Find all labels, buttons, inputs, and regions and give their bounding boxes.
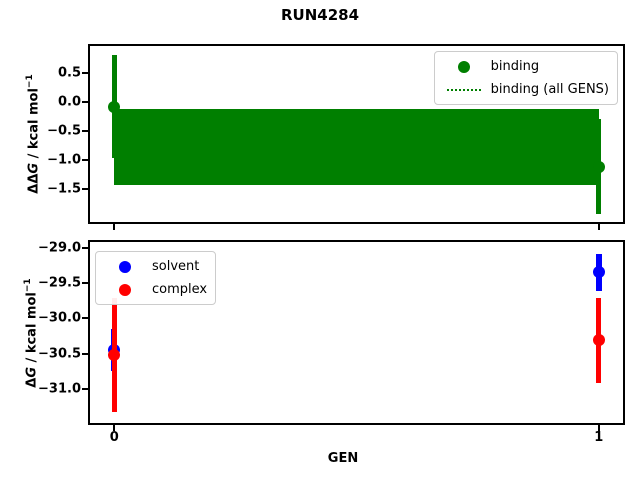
y-tick-label: −29.5 (38, 275, 81, 291)
legend-item-complex: complex (104, 278, 207, 301)
bottom-subplot: solvent complex −29.0 −29.5 −30.0 −30.5 −31.… (38, 240, 625, 445)
ylabel-symbol: G (26, 162, 42, 174)
solvent-data-point-marker (592, 266, 605, 279)
ylabel-unit: / kcal mol (26, 88, 42, 163)
y-tick-label: −0.5 (47, 123, 81, 139)
legend-swatch (446, 88, 481, 91)
complex-data-point-marker (592, 334, 605, 347)
legend-label-complex: complex (152, 282, 208, 297)
complex-dot-icon (119, 283, 131, 296)
binding-dot-icon (457, 60, 470, 73)
y-tick-mark (82, 352, 88, 355)
y-tick-mark (82, 71, 88, 74)
y-tick-mark (82, 388, 88, 391)
y-tick-mark (82, 159, 88, 162)
dotted-line-icon (446, 88, 481, 91)
y-tick-mark (82, 100, 88, 103)
y-tick-mark (82, 130, 88, 133)
x-tick-label: 0 (109, 430, 119, 445)
ylabel-symbol: G (24, 366, 40, 378)
binding-data-point-marker (592, 160, 605, 173)
y-tick-mark (82, 188, 88, 191)
solvent-dot-icon (119, 260, 131, 273)
legend-label-binding-all-gens: binding (all GENS) (490, 82, 609, 97)
top-y-axis-label: ΔΔG / kcal mol−1 (21, 24, 42, 244)
ylabel-exponent: −1 (23, 278, 33, 293)
legend-item-binding: binding (443, 55, 609, 78)
bottom-legend: solvent complex (95, 251, 217, 305)
y-tick-label: −30.0 (38, 310, 81, 326)
x-tick-mark (597, 425, 600, 431)
x-axis-label: GEN (327, 451, 359, 466)
top-legend: binding binding (all GENS) (433, 51, 618, 105)
y-tick-label: −1.5 (47, 181, 81, 197)
y-tick-label: −1.0 (47, 152, 81, 168)
y-tick-label: 0.0 (57, 94, 81, 110)
x-tick-mark (113, 425, 116, 431)
y-tick-mark (82, 317, 88, 320)
top-subplot: binding binding (all GENS) 0.5 0.0 −0.5 −1.… (47, 44, 625, 230)
legend-swatch (108, 283, 142, 296)
x-tick-mark (597, 224, 600, 230)
legend-item-solvent: solvent (104, 255, 207, 278)
legend-swatch (108, 260, 142, 273)
ylabel-delta-prefix: ΔΔ (26, 173, 42, 194)
y-tick-mark (82, 246, 88, 249)
ylabel-exponent: −1 (25, 74, 35, 89)
complex-data-point-marker (108, 349, 121, 362)
legend-label-solvent: solvent (152, 259, 200, 274)
x-tick-label: 1 (594, 430, 604, 445)
y-tick-label: 0.5 (57, 65, 81, 81)
legend-item-binding-all-gens: binding (all GENS) (443, 78, 609, 101)
y-tick-label: −29.0 (38, 240, 81, 256)
y-tick-label: −30.5 (38, 346, 81, 362)
y-tick-label: −31.0 (38, 381, 81, 397)
x-tick-mark (113, 224, 116, 230)
bottom-y-axis-label: ΔG / kcal mol−1 (19, 223, 40, 443)
legend-swatch (447, 60, 481, 73)
y-tick-mark (82, 282, 88, 284)
all-gens-confidence-band (114, 108, 599, 185)
legend-label-binding: binding (490, 59, 540, 74)
binding-data-point-marker (108, 100, 121, 113)
figure-title: RUN4284 (280, 6, 360, 24)
